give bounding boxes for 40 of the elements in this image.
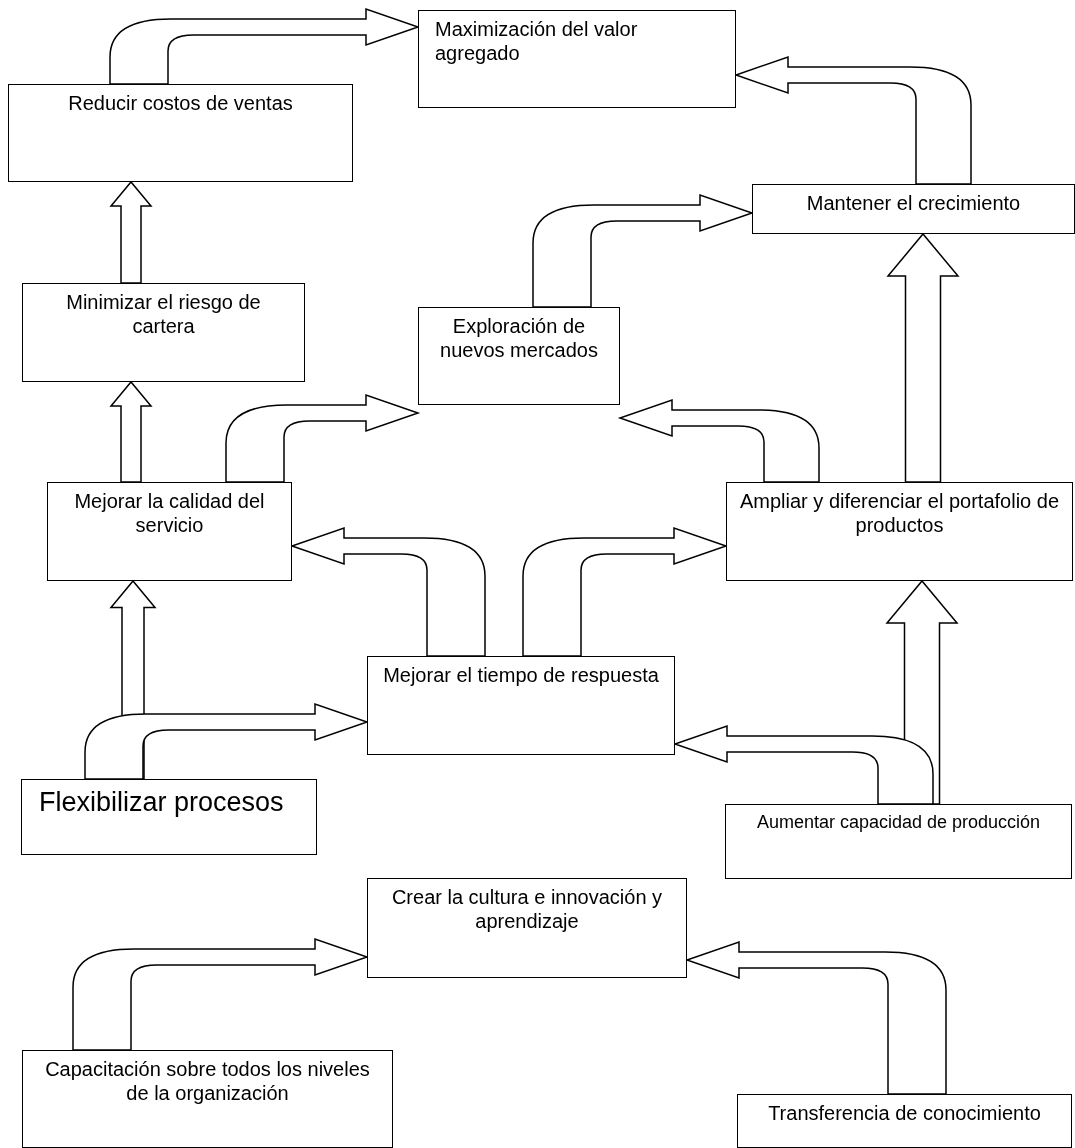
process-box xyxy=(8,84,353,182)
box-text: Exploración de nuevos mercados xyxy=(439,315,599,363)
box-text: Capacitación sobre todos los niveles de la organización xyxy=(44,1058,371,1106)
curved-block-arrow xyxy=(686,941,947,1095)
curved-block-arrow xyxy=(109,8,419,85)
process-box xyxy=(737,1094,1072,1148)
block-arrow xyxy=(109,380,153,483)
process-box xyxy=(726,482,1073,581)
box-text: Transferencia de conocimiento xyxy=(767,1102,1042,1126)
curved-block-arrow xyxy=(225,394,419,483)
box-text: Minimizar el riesgo de cartera xyxy=(65,291,262,339)
box-text: Ampliar y diferenciar el portafolio de productos xyxy=(739,490,1060,538)
process-box xyxy=(367,656,675,755)
process-box xyxy=(418,307,620,405)
curved-block-arrow xyxy=(674,725,934,805)
curved-block-arrow xyxy=(84,703,368,780)
curved-block-arrow xyxy=(735,56,972,185)
process-box xyxy=(47,482,292,581)
block-arrow xyxy=(886,232,960,483)
process-box xyxy=(22,1050,393,1148)
box-text: Aumentar capacidad de producción xyxy=(755,812,1042,834)
process-box xyxy=(725,804,1072,879)
block-arrow xyxy=(109,180,153,284)
curved-block-arrow xyxy=(522,527,727,657)
box-text: Mejorar la calidad del servicio xyxy=(73,490,266,538)
box-text: Maximización del valor agregado xyxy=(435,18,639,66)
curved-block-arrow xyxy=(291,527,486,657)
box-text: Mejorar el tiempo de respuesta xyxy=(382,664,660,688)
box-text: Flexibilizar procesos xyxy=(39,787,285,819)
process-box xyxy=(22,283,305,382)
box-text: Mantener el crecimiento xyxy=(805,192,1022,216)
curved-block-arrow xyxy=(619,399,820,483)
process-box xyxy=(418,10,736,108)
process-box xyxy=(367,878,687,978)
process-box xyxy=(21,779,317,855)
box-text: Reducir costos de ventas xyxy=(67,92,294,116)
curved-block-arrow xyxy=(532,194,753,308)
curved-block-arrow xyxy=(72,938,368,1051)
process-box xyxy=(752,184,1075,234)
box-text: Crear la cultura e innovación y aprendizaje xyxy=(390,886,664,934)
